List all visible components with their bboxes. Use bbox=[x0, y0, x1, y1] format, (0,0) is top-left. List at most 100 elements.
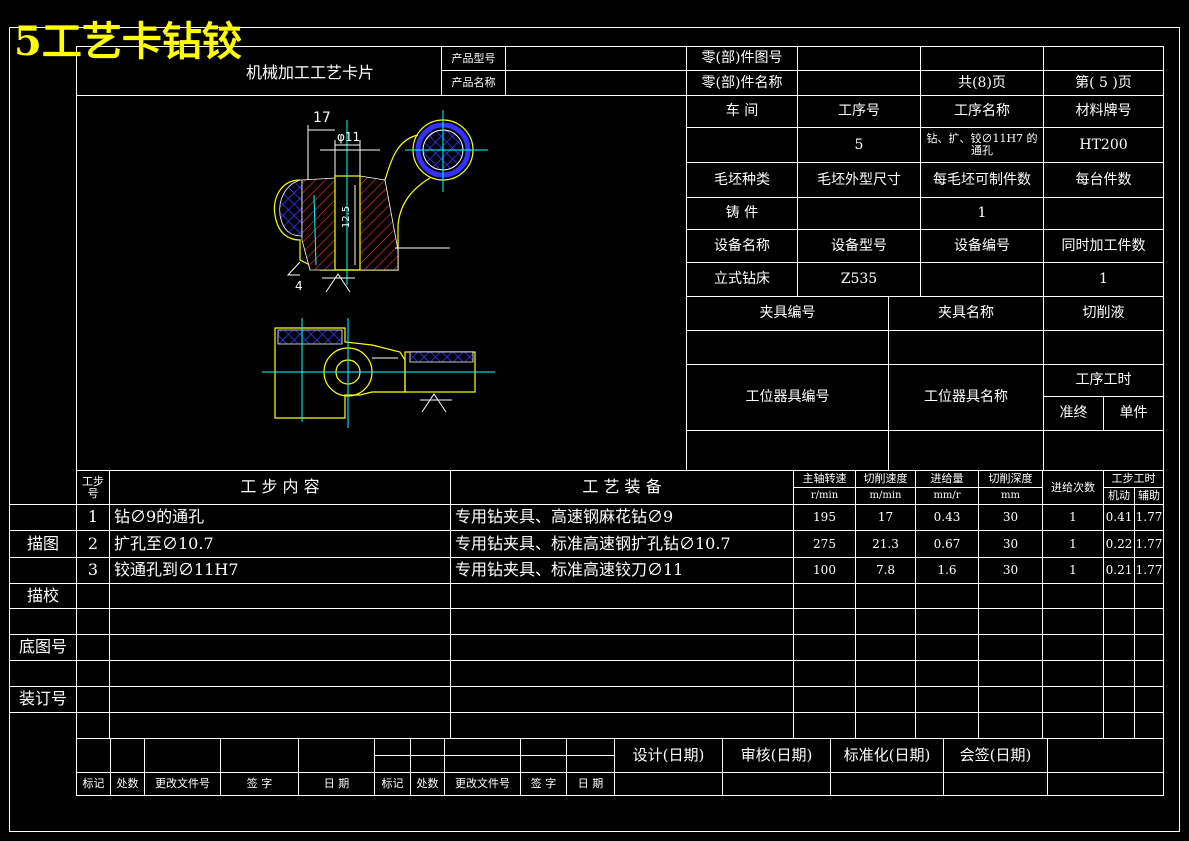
pieces-per-blank-label: 每毛坯可制件数 bbox=[933, 171, 1031, 188]
equip-name: 立式钻床 bbox=[714, 271, 770, 288]
unit-label: 单件 bbox=[1119, 405, 1148, 422]
station-no-label: 工位器具编号 bbox=[745, 389, 830, 406]
equip-no-label: 设备编号 bbox=[954, 237, 1010, 254]
change-doc-label-2: 更改文件号 bbox=[455, 777, 510, 791]
depth-unit: mm bbox=[1001, 489, 1020, 501]
step-feed: 0.67 bbox=[933, 536, 961, 551]
boss-circle bbox=[405, 110, 488, 192]
step-time-header: 工步工时 bbox=[1111, 472, 1156, 486]
step-cut-speed: 17 bbox=[877, 510, 894, 525]
equipment-header: 工 艺 装 备 bbox=[582, 477, 662, 497]
total-pages: 共(8)页 bbox=[958, 74, 1006, 91]
step-no: 1 bbox=[87, 507, 99, 527]
cut-speed-unit: m/min bbox=[869, 489, 902, 501]
equip-model: Z535 bbox=[840, 271, 878, 288]
step-aux-time: 1.77 bbox=[1135, 563, 1163, 578]
cut-speed-header: 切削速度 bbox=[863, 472, 908, 486]
sign-label-2: 签 字 bbox=[530, 777, 557, 791]
simul: 1 bbox=[1099, 271, 1108, 288]
pieces-per-blank: 1 bbox=[977, 205, 987, 222]
part-name-label: 零(部)件名称 bbox=[701, 74, 783, 91]
step-cut-speed: 7.8 bbox=[875, 563, 896, 578]
equip-model-label: 设备型号 bbox=[831, 237, 887, 254]
dim-4: 4 bbox=[295, 279, 303, 293]
mark-label: 标记 bbox=[82, 777, 105, 791]
step-spindle: 195 bbox=[813, 510, 836, 525]
material-label: 材料牌号 bbox=[1075, 103, 1132, 120]
banner-title: 5工艺卡钻铰 bbox=[14, 18, 242, 65]
step-content-header: 工 步 内 容 bbox=[240, 477, 320, 497]
step-depth: 30 bbox=[1002, 536, 1019, 551]
step-feed: 1.6 bbox=[937, 563, 957, 578]
side-label-binding-no: 装订号 bbox=[18, 689, 67, 709]
countersign-label: 会签(日期) bbox=[959, 745, 1032, 764]
step-equipment: 专用钻夹具、标准高速钢扩孔钻∅10.7 bbox=[455, 533, 731, 553]
step-passes: 1 bbox=[1069, 563, 1077, 578]
step-spindle: 100 bbox=[813, 563, 836, 578]
op-no: 5 bbox=[854, 136, 864, 153]
step-aux-time: 1.77 bbox=[1135, 510, 1163, 525]
spindle-unit: r/min bbox=[810, 489, 839, 501]
fixture-no-label: 夹具编号 bbox=[759, 305, 816, 322]
passes-header: 进给次数 bbox=[1051, 480, 1095, 494]
side-label-trace: 描图 bbox=[26, 533, 59, 553]
product-model-label: 产品型号 bbox=[451, 51, 496, 65]
station-name-label: 工位器具名称 bbox=[924, 389, 1008, 406]
step-feed: 0.43 bbox=[933, 510, 961, 525]
place-label-2: 处数 bbox=[416, 777, 439, 791]
feed-unit: mm/r bbox=[933, 489, 961, 501]
standard-label: 标准化(日期) bbox=[843, 745, 931, 764]
material: HT200 bbox=[1079, 136, 1128, 153]
step-machine-time: 0.41 bbox=[1105, 510, 1133, 525]
op-name-label: 工序名称 bbox=[954, 103, 1010, 120]
step-no-header: 工步号 bbox=[82, 474, 104, 500]
step-content: 铰通孔到∅11H7 bbox=[114, 560, 239, 580]
dim-17: 17 bbox=[313, 110, 331, 126]
spindle-header: 主轴转速 bbox=[802, 472, 847, 486]
dim-125: 12.5 bbox=[341, 205, 353, 229]
step-content: 钻∅9的通孔 bbox=[114, 507, 205, 527]
feed-header: 进给量 bbox=[930, 472, 964, 486]
step-depth: 30 bbox=[1002, 510, 1019, 525]
sign-label: 签 字 bbox=[246, 777, 273, 791]
step-machine-time: 0.22 bbox=[1105, 536, 1133, 551]
op-no-label: 工序号 bbox=[838, 103, 880, 120]
machine-time-header: 机动 bbox=[1108, 489, 1130, 503]
place-label: 处数 bbox=[116, 777, 139, 791]
design-label: 设计(日期) bbox=[632, 745, 705, 764]
page-number: 第( 5 )页 bbox=[1075, 74, 1132, 91]
op-name: 钻、扩、铰∅11H7 的通孔 bbox=[926, 132, 1038, 157]
step-cut-speed: 21.3 bbox=[872, 536, 899, 551]
coolant-label: 切削液 bbox=[1082, 305, 1125, 322]
step-passes: 1 bbox=[1069, 536, 1077, 551]
step-aux-time: 1.77 bbox=[1135, 536, 1163, 551]
card-title: 机械加工工艺卡片 bbox=[245, 62, 374, 82]
review-label: 审核(日期) bbox=[740, 745, 813, 764]
dim-11: φ11 bbox=[337, 130, 361, 144]
step-no: 2 bbox=[87, 533, 99, 553]
pieces-per-unit-label: 每台件数 bbox=[1075, 171, 1132, 188]
step-machine-time: 0.21 bbox=[1105, 563, 1133, 578]
prep-label: 准终 bbox=[1059, 405, 1088, 422]
product-name-label: 产品名称 bbox=[451, 76, 496, 90]
date-label-2: 日 期 bbox=[577, 777, 604, 791]
step-equipment: 专用钻夹具、高速钢麻花钻∅9 bbox=[455, 507, 674, 527]
fixture-name-label: 夹具名称 bbox=[938, 305, 994, 322]
date-label: 日 期 bbox=[323, 777, 350, 791]
blank-size-label: 毛坯外型尺寸 bbox=[817, 171, 901, 188]
step-content: 扩孔至∅10.7 bbox=[114, 533, 214, 553]
part-drawing-no-label: 零(部)件图号 bbox=[701, 50, 783, 67]
blank-type: 铸 件 bbox=[725, 205, 759, 222]
workshop-label: 车 间 bbox=[725, 103, 759, 120]
op-time-label: 工序工时 bbox=[1075, 372, 1132, 389]
aux-time-header: 辅助 bbox=[1138, 489, 1160, 503]
change-doc-label: 更改文件号 bbox=[155, 777, 210, 791]
mark-label-2: 标记 bbox=[381, 777, 404, 791]
step-passes: 1 bbox=[1069, 510, 1077, 525]
side-label-trace-check: 描校 bbox=[26, 585, 59, 605]
simul-label: 同时加工件数 bbox=[1061, 237, 1146, 254]
step-no: 3 bbox=[87, 560, 99, 580]
